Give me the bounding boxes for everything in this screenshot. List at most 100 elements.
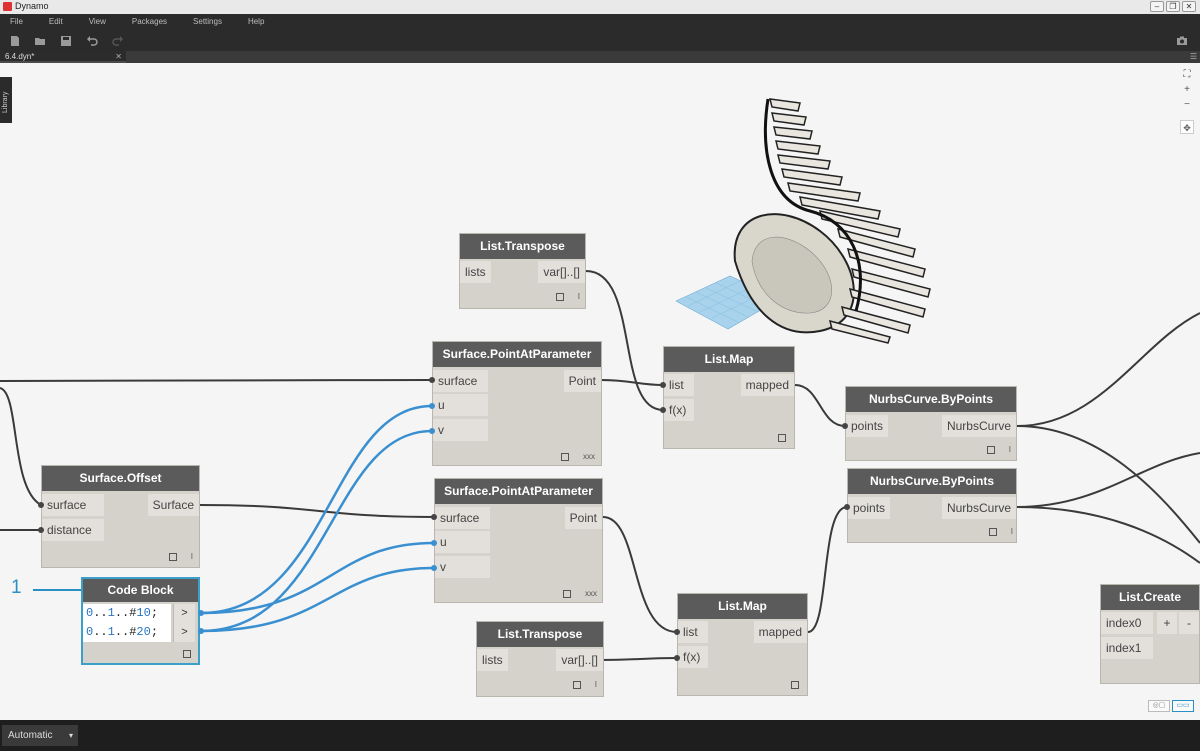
input-port-points[interactable]: points bbox=[848, 497, 891, 519]
port-dot bbox=[844, 504, 850, 510]
input-port-list[interactable]: list bbox=[678, 621, 708, 643]
node-nurbscurve-bypoints-top[interactable]: NurbsCurve.ByPoints points NurbsCurve l bbox=[845, 386, 1017, 461]
input-port-lists[interactable]: lists bbox=[460, 261, 491, 283]
open-file-icon[interactable] bbox=[34, 34, 46, 46]
geometry-view-icon[interactable]: ◎▢ bbox=[1148, 700, 1170, 712]
zoom-fit-icon[interactable]: ⛶ bbox=[1183, 69, 1191, 80]
preview-toggle[interactable] bbox=[791, 680, 799, 689]
preview-toggle[interactable] bbox=[169, 552, 177, 561]
port-dot bbox=[431, 540, 437, 546]
pan-icon[interactable]: ✥ bbox=[1180, 120, 1194, 134]
output-port-surface[interactable]: Surface bbox=[147, 494, 199, 516]
close-icon[interactable]: ✕ bbox=[1182, 1, 1196, 12]
node-title: List.Transpose bbox=[477, 622, 603, 647]
zoom-in-icon[interactable]: + bbox=[1184, 84, 1190, 95]
minimize-icon[interactable]: – bbox=[1150, 1, 1164, 12]
node-list-create[interactable]: List.Create index0 index1 + - bbox=[1100, 584, 1200, 684]
input-port-u[interactable]: u bbox=[435, 531, 490, 553]
library-toggle[interactable]: Library bbox=[0, 77, 12, 123]
node-list-map-bottom[interactable]: List.Map list f(x) mapped bbox=[677, 593, 808, 696]
graph-canvas[interactable]: Library ⛶ + − ✥ List.Transpose lists var… bbox=[0, 63, 1200, 720]
port-dot bbox=[431, 565, 437, 571]
save-icon[interactable] bbox=[60, 34, 72, 46]
node-surface-offset[interactable]: Surface.Offset surface distance Surface … bbox=[41, 465, 200, 568]
code-line-2[interactable]: 0..1..#20; bbox=[83, 623, 171, 642]
menu-settings[interactable]: Settings bbox=[193, 17, 222, 26]
preview-toggle[interactable] bbox=[556, 292, 564, 301]
preview-toggle[interactable] bbox=[573, 680, 581, 689]
input-port-surface[interactable]: surface bbox=[433, 370, 488, 392]
hamburger-icon[interactable]: ☰ bbox=[1189, 52, 1197, 61]
input-port-list[interactable]: list bbox=[664, 374, 694, 396]
code-line-1[interactable]: 0..1..#10; bbox=[83, 604, 171, 623]
preview-toggle[interactable] bbox=[183, 649, 191, 658]
input-port-v[interactable]: v bbox=[433, 419, 488, 441]
input-port-lists[interactable]: lists bbox=[477, 649, 508, 671]
restore-icon[interactable]: ❐ bbox=[1166, 1, 1180, 12]
input-port-distance[interactable]: distance bbox=[42, 519, 104, 541]
input-port-fx[interactable]: f(x) bbox=[678, 646, 708, 668]
menu-view[interactable]: View bbox=[88, 17, 106, 26]
zoom-out-icon[interactable]: − bbox=[1184, 99, 1190, 110]
input-port-fx[interactable]: f(x) bbox=[664, 399, 694, 421]
menu-file[interactable]: File bbox=[10, 17, 23, 26]
output-port-line-1[interactable]: > bbox=[173, 604, 195, 623]
preview-toggle[interactable] bbox=[561, 452, 569, 461]
node-footer: l bbox=[169, 552, 193, 561]
node-code-block[interactable]: Code Block 0..1..#10; 0..1..#20; > > bbox=[81, 577, 200, 665]
preview-toggle[interactable] bbox=[989, 527, 997, 536]
port-dot bbox=[660, 407, 666, 413]
input-port-points[interactable]: points bbox=[846, 415, 889, 437]
input-port-v[interactable]: v bbox=[435, 556, 490, 578]
menu-packages[interactable]: Packages bbox=[131, 17, 168, 26]
canvas-zoom-controls: ⛶ + − ✥ bbox=[1180, 68, 1196, 135]
tab-close-icon[interactable]: ✕ bbox=[115, 52, 122, 61]
preview-toggle[interactable] bbox=[987, 445, 995, 454]
output-port-nurbscurve[interactable]: NurbsCurve bbox=[941, 497, 1016, 519]
node-title: Code Block bbox=[83, 579, 198, 602]
input-port-index1[interactable]: index1 bbox=[1101, 637, 1153, 659]
input-port-u[interactable]: u bbox=[433, 394, 488, 416]
menu-edit[interactable]: Edit bbox=[48, 17, 63, 26]
wire-nurbs2-out-b bbox=[1016, 506, 1200, 564]
preview-toggle[interactable] bbox=[778, 433, 786, 442]
menu-help[interactable]: Help bbox=[247, 17, 265, 26]
run-mode-dropdown[interactable]: Automatic ▾ bbox=[2, 725, 78, 746]
output-port-mapped[interactable]: mapped bbox=[753, 621, 807, 643]
preview-toggle[interactable] bbox=[563, 589, 571, 598]
node-title: List.Create bbox=[1101, 585, 1199, 610]
wire-transpose1-to-map1 bbox=[585, 270, 664, 411]
node-list-map-top[interactable]: List.Map list f(x) mapped bbox=[663, 346, 795, 449]
output-port-point[interactable]: Point bbox=[564, 507, 602, 529]
output-port-line-2[interactable]: > bbox=[173, 623, 195, 642]
redo-icon[interactable] bbox=[112, 34, 124, 46]
run-mode-value: Automatic bbox=[8, 730, 53, 741]
graph-view-icon[interactable]: ▭▭ bbox=[1172, 700, 1194, 712]
output-port-var[interactable]: var[]..[] bbox=[556, 649, 603, 671]
output-port-mapped[interactable]: mapped bbox=[740, 374, 794, 396]
wire-nurbs1-out-a bbox=[1016, 312, 1200, 427]
lacing-indicator: xxx bbox=[583, 452, 595, 461]
node-list-transpose-top[interactable]: List.Transpose lists var[]..[] l bbox=[459, 233, 586, 309]
title-bar: Dynamo – ❐ ✕ bbox=[0, 0, 1200, 14]
output-port-point[interactable]: Point bbox=[563, 370, 601, 392]
input-port-index0[interactable]: index0 bbox=[1101, 612, 1153, 634]
lacing-indicator: l bbox=[595, 680, 597, 689]
camera-icon[interactable] bbox=[1176, 34, 1188, 46]
remove-input-button[interactable]: - bbox=[1179, 612, 1199, 634]
output-port-var[interactable]: var[]..[] bbox=[538, 261, 585, 283]
new-file-icon[interactable] bbox=[9, 34, 21, 46]
node-title: List.Transpose bbox=[460, 234, 585, 259]
node-surface-point-at-parameter-bottom[interactable]: Surface.PointAtParameter surface u v Poi… bbox=[434, 478, 603, 603]
tab-bar: 6.4.dyn* ✕ ☰ bbox=[0, 51, 1200, 63]
add-input-button[interactable]: + bbox=[1157, 612, 1177, 634]
output-port-nurbscurve[interactable]: NurbsCurve bbox=[941, 415, 1016, 437]
undo-icon[interactable] bbox=[86, 34, 98, 46]
input-port-surface[interactable]: surface bbox=[435, 507, 490, 529]
node-nurbscurve-bypoints-bottom[interactable]: NurbsCurve.ByPoints points NurbsCurve l bbox=[847, 468, 1017, 543]
input-port-surface[interactable]: surface bbox=[42, 494, 104, 516]
node-list-transpose-bottom[interactable]: List.Transpose lists var[]..[] l bbox=[476, 621, 604, 697]
geometry-preview bbox=[675, 98, 931, 344]
tab-workspace[interactable]: 6.4.dyn* ✕ bbox=[0, 51, 126, 63]
node-surface-point-at-parameter-top[interactable]: Surface.PointAtParameter surface u v Poi… bbox=[432, 341, 602, 466]
